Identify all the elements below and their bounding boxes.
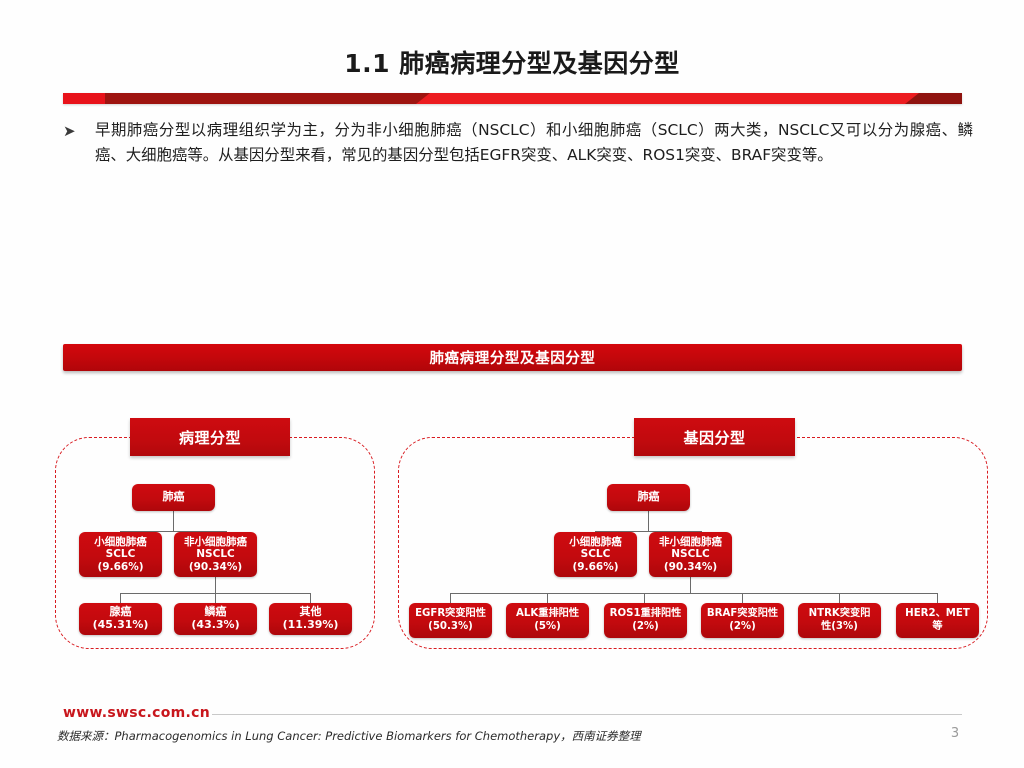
title-bar-segment-2 [105, 93, 430, 104]
node-line: (43.3%) [191, 618, 240, 631]
node-line: NTRK突变阳 [808, 608, 871, 620]
footer-source-note: 数据来源：Pharmacogenomics in Lung Cancer: Pr… [57, 729, 641, 743]
node-line: (9.66%) [97, 560, 144, 573]
node-line: EGFR突变阳性 [415, 608, 486, 620]
node-line: 等 [932, 620, 943, 632]
node-left-adenocarcinoma: 腺癌 (45.31%) [79, 603, 162, 635]
node-line: 性(3%) [821, 620, 858, 632]
node-line: ROS1重排阳性 [609, 608, 682, 620]
node-line: 腺癌 [109, 605, 132, 619]
node-line: NSCLC [196, 548, 235, 561]
section-header-band: 肺癌病理分型及基因分型 [63, 344, 962, 371]
node-line: 肺癌 [162, 490, 185, 504]
node-line: 肺癌 [637, 490, 660, 504]
node-line: NSCLC [671, 548, 710, 561]
connector-right-level2-bus [450, 593, 937, 595]
title-underline-bar [63, 93, 962, 104]
connector-right-to-gene4 [742, 593, 744, 604]
connector-left-to-leaf3 [310, 593, 312, 604]
node-line: (11.39%) [282, 618, 339, 631]
connector-left-root-down [173, 510, 175, 532]
page-title: 1.1 肺癌病理分型及基因分型 [344, 49, 680, 78]
connector-right-nsclc-down [690, 577, 692, 594]
connector-right-to-gene1 [450, 593, 452, 604]
title-bar-segment-1 [63, 93, 105, 104]
node-line: (9.66%) [572, 560, 619, 573]
footer-divider [212, 714, 962, 715]
bullet-arrow-icon: ➤ [63, 122, 76, 140]
page-number: 3 [950, 726, 960, 741]
connector-right-root-down [648, 510, 650, 532]
node-line: 小细胞肺癌 [569, 535, 622, 548]
connector-left-level1-bus [120, 531, 227, 533]
bullet-paragraph: ➤ 早期肺癌分型以病理组织学为主，分为非小细胞肺癌（NSCLC）和小细胞肺癌（S… [63, 118, 973, 168]
node-line: HER2、MET [905, 608, 970, 620]
node-line: (45.31%) [92, 618, 149, 631]
node-right-root-lung-cancer: 肺癌 [607, 484, 690, 511]
node-line: SCLC [105, 548, 136, 561]
node-gene-alk: ALK重排阳性 (5%) [506, 603, 589, 638]
node-line: (90.34%) [663, 560, 718, 573]
connector-right-to-gene3 [644, 593, 646, 604]
node-line: 其他 [299, 605, 322, 619]
node-line: BRAF突变阳性 [706, 608, 779, 620]
node-line: (2%) [632, 620, 659, 632]
node-right-sclc: 小细胞肺癌 SCLC (9.66%) [554, 532, 637, 577]
connector-right-level1-bus [595, 531, 702, 533]
node-gene-her2-met: HER2、MET 等 [896, 603, 979, 638]
title-bar-segment-4 [905, 93, 962, 104]
panel-label-genetic: 基因分型 [634, 418, 795, 456]
node-gene-ros1: ROS1重排阳性 (2%) [604, 603, 687, 638]
node-left-sclc: 小细胞肺癌 SCLC (9.66%) [79, 532, 162, 577]
footer-website-url[interactable]: www.swsc.com.cn [63, 705, 211, 721]
node-line: 非小细胞肺癌 [184, 535, 247, 548]
connector-left-nsclc-down [215, 577, 217, 594]
node-right-nsclc: 非小细胞肺癌 NSCLC (90.34%) [649, 532, 732, 577]
node-line: (90.34%) [188, 560, 243, 573]
node-gene-egfr: EGFR突变阳性 (50.3%) [409, 603, 492, 638]
node-left-other: 其他 (11.39%) [269, 603, 352, 635]
node-left-root-lung-cancer: 肺癌 [132, 484, 215, 511]
node-left-nsclc: 非小细胞肺癌 NSCLC (90.34%) [174, 532, 257, 577]
title-bar-segment-3 [416, 93, 919, 104]
node-line: (5%) [534, 620, 561, 632]
node-line: 鳞癌 [204, 605, 227, 619]
connector-left-to-leaf1 [120, 593, 122, 604]
bullet-paragraph-text: 早期肺癌分型以病理组织学为主，分为非小细胞肺癌（NSCLC）和小细胞肺癌（SCL… [95, 121, 973, 164]
node-left-squamous-carcinoma: 鳞癌 (43.3%) [174, 603, 257, 635]
node-line: (50.3%) [428, 620, 473, 632]
connector-right-to-gene5 [839, 593, 841, 604]
node-line: 小细胞肺癌 [94, 535, 147, 548]
node-gene-braf: BRAF突变阳性 (2%) [701, 603, 784, 638]
section-header-title: 肺癌病理分型及基因分型 [429, 351, 596, 367]
connector-left-to-leaf2 [215, 593, 217, 604]
node-gene-ntrk: NTRK突变阳 性(3%) [798, 603, 881, 638]
connector-right-to-gene6 [937, 593, 939, 604]
node-line: ALK重排阳性 [515, 608, 580, 620]
node-line: SCLC [580, 548, 611, 561]
node-line: 非小细胞肺癌 [659, 535, 722, 548]
node-line: (2%) [729, 620, 756, 632]
connector-right-to-gene2 [547, 593, 549, 604]
panel-label-pathological: 病理分型 [130, 418, 290, 456]
